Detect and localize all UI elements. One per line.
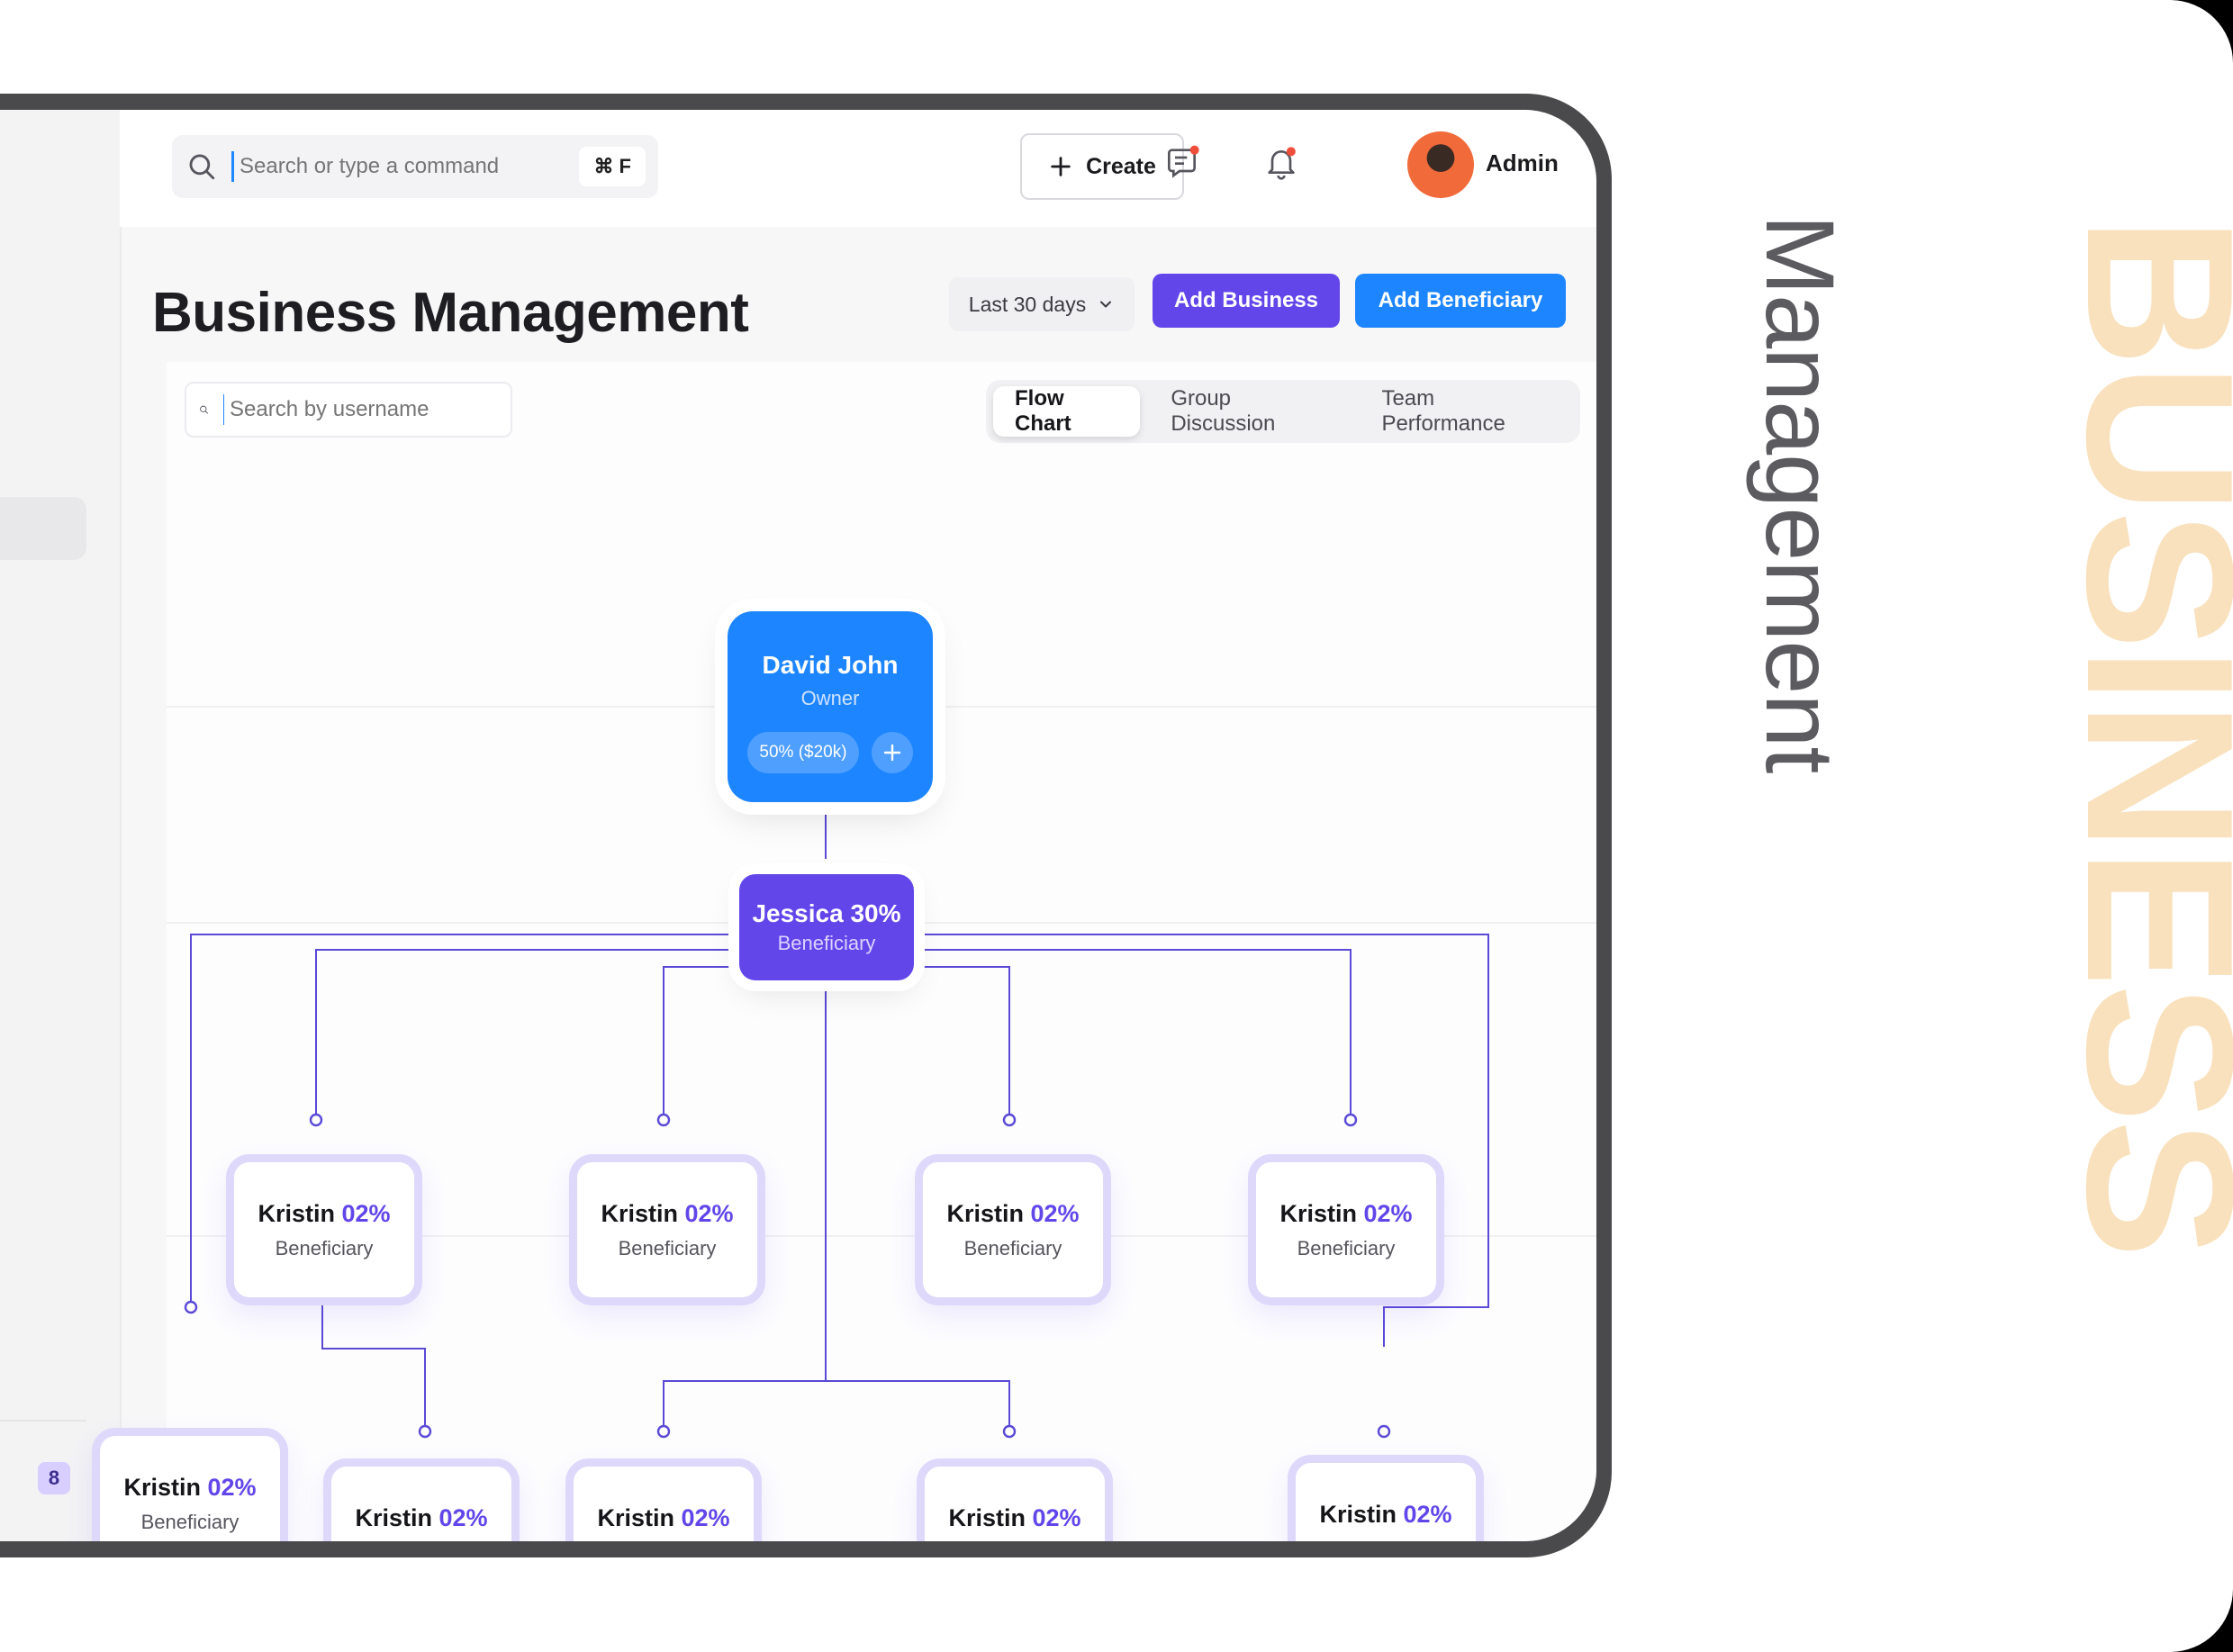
owner-role: Owner	[800, 687, 860, 709]
sidebar-count-badge[interactable]: 8	[38, 1462, 70, 1494]
create-button[interactable]: Create	[1020, 133, 1184, 200]
add-child-button[interactable]	[872, 732, 913, 773]
command-search-input[interactable]	[238, 153, 547, 180]
headline-business: BUSINESS	[2043, 216, 2233, 1256]
node-percent: 02%	[684, 1199, 734, 1227]
node-name: Kristin	[1319, 1500, 1397, 1528]
create-button-label: Create	[1086, 153, 1156, 179]
node-name: Kristin	[597, 1503, 674, 1531]
add-business-button[interactable]: Add Business	[1153, 274, 1340, 328]
node-role: Beneficiary	[1337, 1538, 1435, 1542]
node-name: Kristin	[601, 1199, 678, 1227]
node-role: Beneficiary	[140, 1510, 240, 1533]
node-name: Kristin	[1279, 1199, 1357, 1227]
owner-card[interactable]: David John Owner 50% ($20k)	[728, 611, 933, 802]
node-percent: 02%	[1032, 1503, 1081, 1531]
tab-team-performance[interactable]: Team Performance	[1381, 386, 1505, 436]
beneficiary-node[interactable]: Kristin 02% Beneficiary	[92, 1428, 288, 1541]
beneficiary-node[interactable]: Kristin 02% Beneficiary	[323, 1458, 520, 1541]
app-screen: 8 ⌘ F Create	[0, 110, 1596, 1541]
sidebar-active-item[interactable]	[0, 497, 86, 560]
node-percent: 02%	[207, 1473, 257, 1501]
beneficiary-node[interactable]: Kristin 02% Beneficiary	[1248, 1154, 1444, 1305]
node-percent: 02%	[681, 1503, 730, 1531]
view-tabs: Flow Chart Group Discussion Team Perform…	[986, 380, 1580, 443]
node-role: Beneficiary	[966, 1541, 1064, 1542]
beneficiary-node[interactable]: Kristin 02% Beneficiary	[565, 1458, 762, 1541]
node-role: Beneficiary	[963, 1236, 1062, 1259]
date-range-select[interactable]: Last 30 days	[949, 277, 1135, 331]
user-name[interactable]: Admin	[1486, 149, 1559, 176]
beneficiary-node[interactable]: Kristin 02% Beneficiary	[917, 1458, 1113, 1541]
node-name: Kristin	[355, 1503, 432, 1531]
search-shortcut: ⌘ F	[579, 147, 646, 186]
sidebar: 8	[0, 110, 122, 1541]
page-title: Business Management	[152, 282, 749, 344]
tab-flow-chart[interactable]: Flow Chart	[993, 386, 1141, 437]
search-icon	[189, 154, 215, 180]
add-beneficiary-button[interactable]: Add Beneficiary	[1355, 274, 1566, 328]
node-percent: 02%	[1403, 1500, 1452, 1528]
username-search[interactable]	[185, 382, 512, 438]
beneficiary-percent: 30%	[850, 899, 901, 927]
date-range-value: Last 30 days	[968, 292, 1087, 316]
node-name: Kristin	[123, 1473, 201, 1501]
node-role: Beneficiary	[275, 1236, 374, 1259]
node-name: Kristin	[946, 1199, 1024, 1227]
beneficiary-node[interactable]: Kristin 02% Beneficiary	[569, 1154, 765, 1305]
text-caret	[222, 394, 224, 425]
top-bar: ⌘ F Create Admin	[120, 110, 1596, 227]
beneficiary-node[interactable]: Kristin 02% Beneficiary	[1288, 1455, 1484, 1541]
plus-icon	[883, 744, 901, 762]
device-frame: 8 ⌘ F Create	[0, 94, 1612, 1557]
bell-icon[interactable]	[1263, 144, 1299, 180]
node-role: Beneficiary	[618, 1236, 717, 1259]
node-percent: 02%	[341, 1199, 391, 1227]
user-avatar[interactable]	[1407, 131, 1474, 198]
beneficiary-node[interactable]: Kristin 02% Beneficiary	[226, 1154, 422, 1305]
beneficiary-node[interactable]: Kristin 02% Beneficiary	[915, 1154, 1111, 1305]
tab-group-discussion[interactable]: Group Discussion	[1171, 386, 1276, 436]
username-search-input[interactable]	[228, 396, 511, 423]
node-percent: 02%	[1363, 1199, 1413, 1227]
owner-share-badge: 50% ($20k)	[747, 732, 859, 773]
flow-connectors	[184, 812, 1489, 1439]
beneficiary-role: Beneficiary	[777, 932, 876, 954]
search-icon	[200, 405, 209, 414]
main-beneficiary-card[interactable]: Jessica 30% Beneficiary	[739, 874, 914, 980]
grid-line	[167, 1235, 1596, 1237]
node-name: Kristin	[258, 1199, 335, 1227]
beneficiary-name: Jessica	[752, 899, 844, 927]
node-role: Beneficiary	[1297, 1236, 1396, 1259]
node-percent: 02%	[438, 1503, 488, 1531]
node-role: Beneficiary	[615, 1541, 713, 1542]
plus-icon	[1051, 157, 1071, 176]
node-percent: 02%	[1030, 1199, 1080, 1227]
command-search[interactable]: ⌘ F	[172, 135, 658, 198]
node-role: Beneficiary	[373, 1541, 471, 1542]
sidebar-divider	[0, 1420, 86, 1422]
headline-management: Management	[1746, 214, 1855, 773]
node-name: Kristin	[948, 1503, 1026, 1531]
text-caret	[231, 151, 234, 182]
messages-icon[interactable]	[1166, 144, 1202, 180]
owner-name: David John	[762, 651, 899, 679]
chevron-down-icon	[1100, 301, 1112, 308]
